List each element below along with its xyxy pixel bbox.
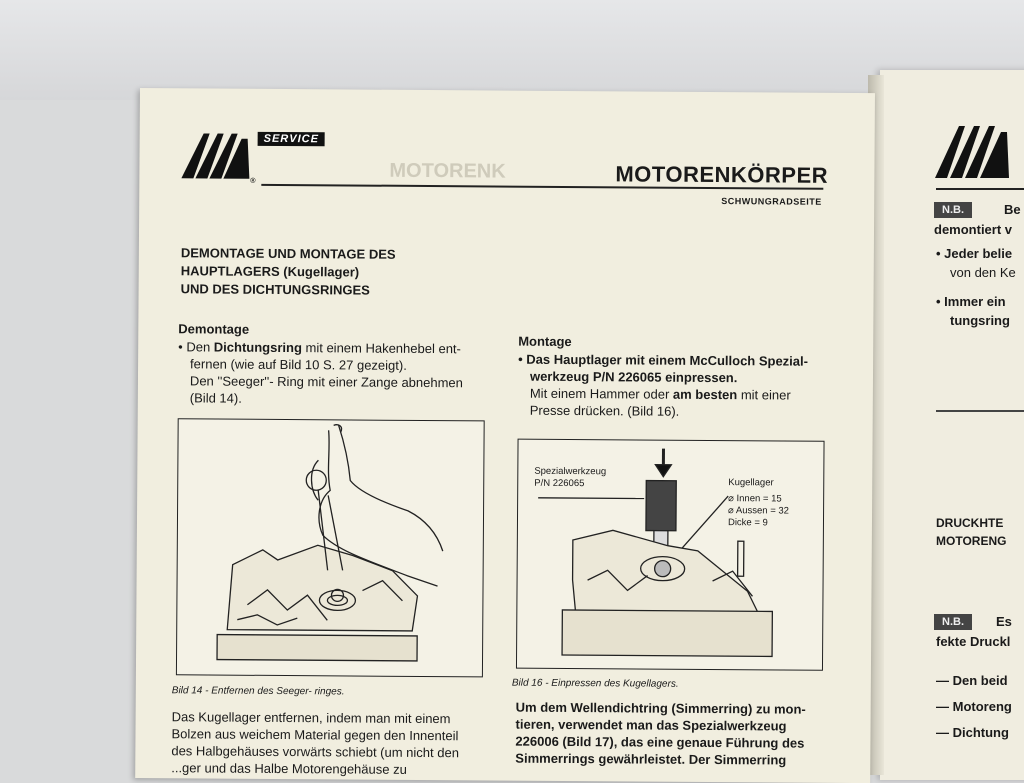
nb-badge-1: N.B. bbox=[934, 202, 972, 218]
page-subtitle: SCHWUNGRADSEITE bbox=[721, 196, 822, 207]
bearing-label: Kugellager bbox=[728, 477, 774, 489]
figure-14 bbox=[175, 418, 485, 678]
figure-16: Spezialwerkzeug P/N 226065 Kugellager ⌀ … bbox=[515, 438, 825, 671]
figure-16-caption: Bild 16 - Einpressen des Kugellagers. bbox=[511, 677, 679, 690]
right-text-fekte: fekte Druckl bbox=[936, 634, 1011, 649]
mcculloch-logo: ® bbox=[181, 133, 256, 184]
right-text-line: demontiert v bbox=[934, 222, 1013, 237]
demontage-heading: Demontage bbox=[178, 321, 250, 337]
montage-text: • Das Hauptlager mit einem McCulloch Spe… bbox=[518, 351, 809, 419]
right-column-text: Um dem Wellendichtring (Simmerring) zu m… bbox=[515, 699, 806, 768]
service-tag: SERVICE bbox=[257, 131, 325, 147]
mcculloch-logo-right bbox=[935, 126, 1009, 178]
svg-text:®: ® bbox=[249, 177, 256, 184]
page-title: MOTORENKÖRPER bbox=[615, 161, 829, 188]
nb-badge-2: N.B. bbox=[934, 614, 972, 630]
right-title-rule bbox=[936, 188, 1024, 190]
left-page: MOTORENK ® SERVICE MOTORENKÖRPER SCHWUNG… bbox=[135, 88, 875, 783]
background-wall bbox=[0, 0, 1024, 100]
nb-text-1: Be bbox=[1004, 202, 1021, 217]
bearing-specs: ⌀ Innen = 15 ⌀ Aussen = 32 Dicke = 9 bbox=[727, 493, 790, 529]
nb-text-2: Es bbox=[996, 614, 1012, 629]
bearing-press-illustration bbox=[538, 448, 774, 658]
right-bullet-2: • Immer ein tungsring bbox=[936, 294, 1010, 328]
right-divider bbox=[936, 410, 1024, 412]
section-heading: DEMONTAGE UND MONTAGE DES HAUPTLAGERS (K… bbox=[180, 245, 396, 298]
right-bullet-1: • Jeder belie von den Ke bbox=[936, 246, 1016, 280]
demontage-text: • Den Dichtungsring mit einem Hakenhebel… bbox=[178, 339, 463, 406]
figure-14-caption: Bild 14 - Entfernen des Seeger- ringes. bbox=[171, 685, 345, 698]
right-section-heading: DRUCKHTE MOTORENG bbox=[936, 516, 1007, 548]
montage-heading: Montage bbox=[518, 333, 572, 350]
show-through-text: MOTORENK bbox=[389, 159, 506, 183]
seeger-ring-illustration bbox=[216, 424, 444, 662]
right-dash-list: — Den beid — Motoreng — Dichtung bbox=[936, 673, 1012, 740]
tool-label: Spezialwerkzeug P/N 226065 bbox=[534, 465, 607, 490]
